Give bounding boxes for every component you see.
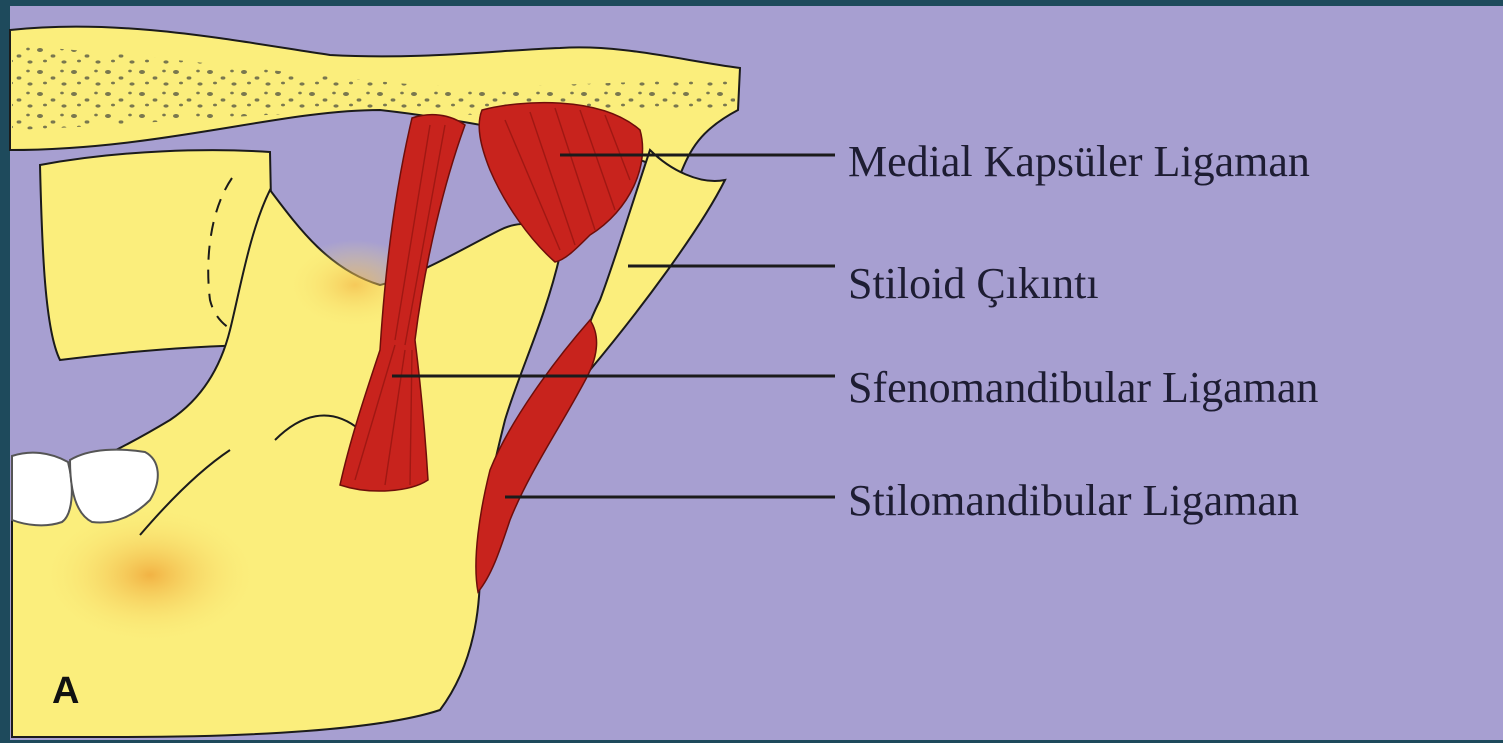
label-stilomandibular-ligaman: Stilomandibular Ligaman bbox=[848, 479, 1299, 523]
label-sfenomandibular-ligaman: Sfenomandibular Ligaman bbox=[848, 366, 1318, 410]
label-medial-kapsuler-ligaman: Medial Kapsüler Ligaman bbox=[848, 140, 1310, 184]
label-stiloid-cikinti: Stiloid Çıkıntı bbox=[848, 262, 1099, 306]
molar-tooth-left bbox=[12, 453, 72, 526]
panel-letter: A bbox=[52, 672, 79, 710]
